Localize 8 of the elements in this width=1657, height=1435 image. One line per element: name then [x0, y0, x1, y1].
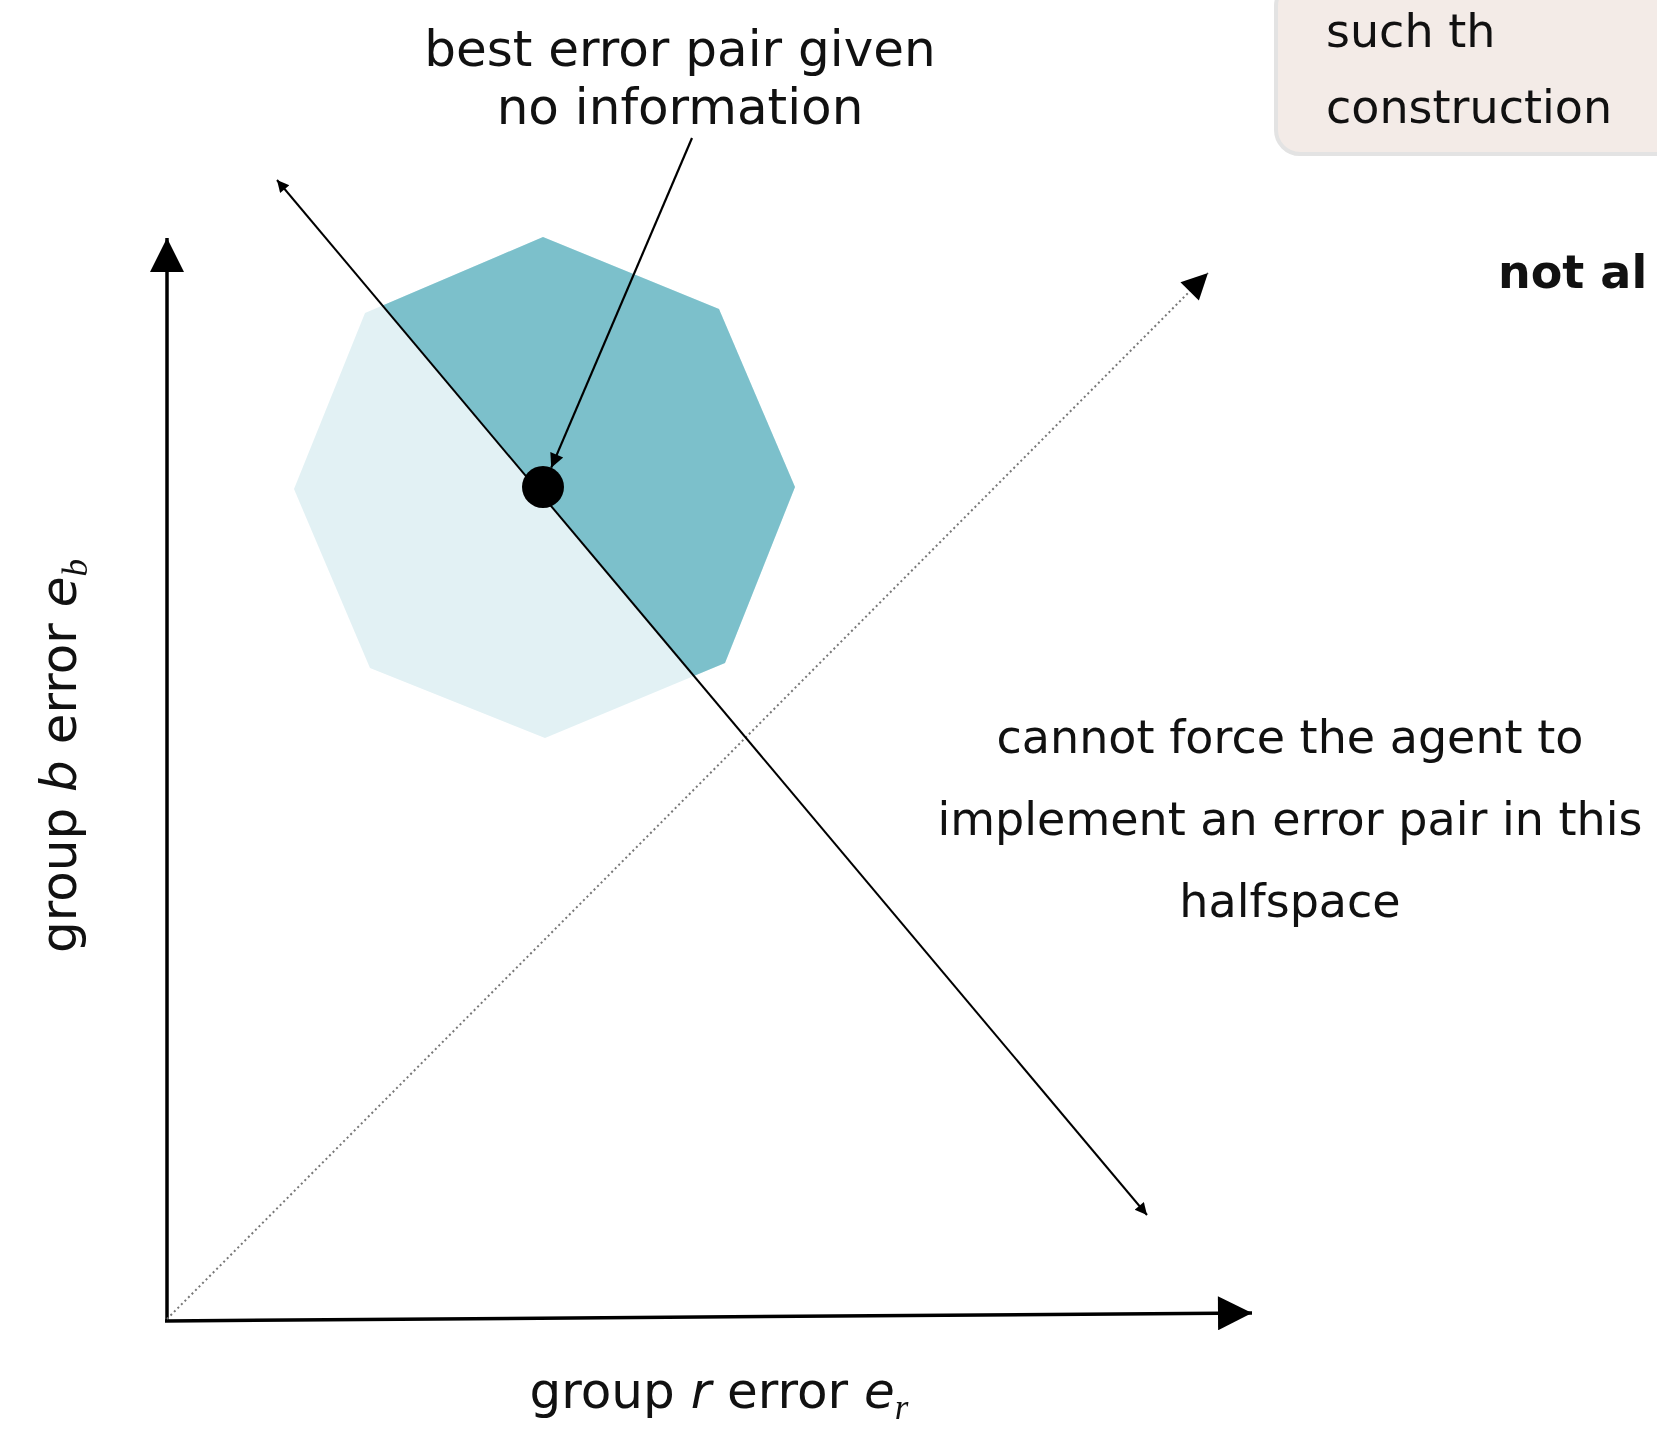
note-text: such th	[1325, 3, 1497, 60]
annotation-text: best error pair given no information	[423, 20, 937, 136]
leader-arrow	[550, 137, 693, 469]
note-card	[1274, 0, 1657, 156]
axis-label: group r error e$_{r}$	[529, 1362, 909, 1428]
annotation-text: cannot force the agent to implement an error pair in this halfspace	[936, 709, 1644, 930]
heading-text: not al	[1498, 245, 1648, 299]
note-text: construction	[1325, 79, 1614, 136]
